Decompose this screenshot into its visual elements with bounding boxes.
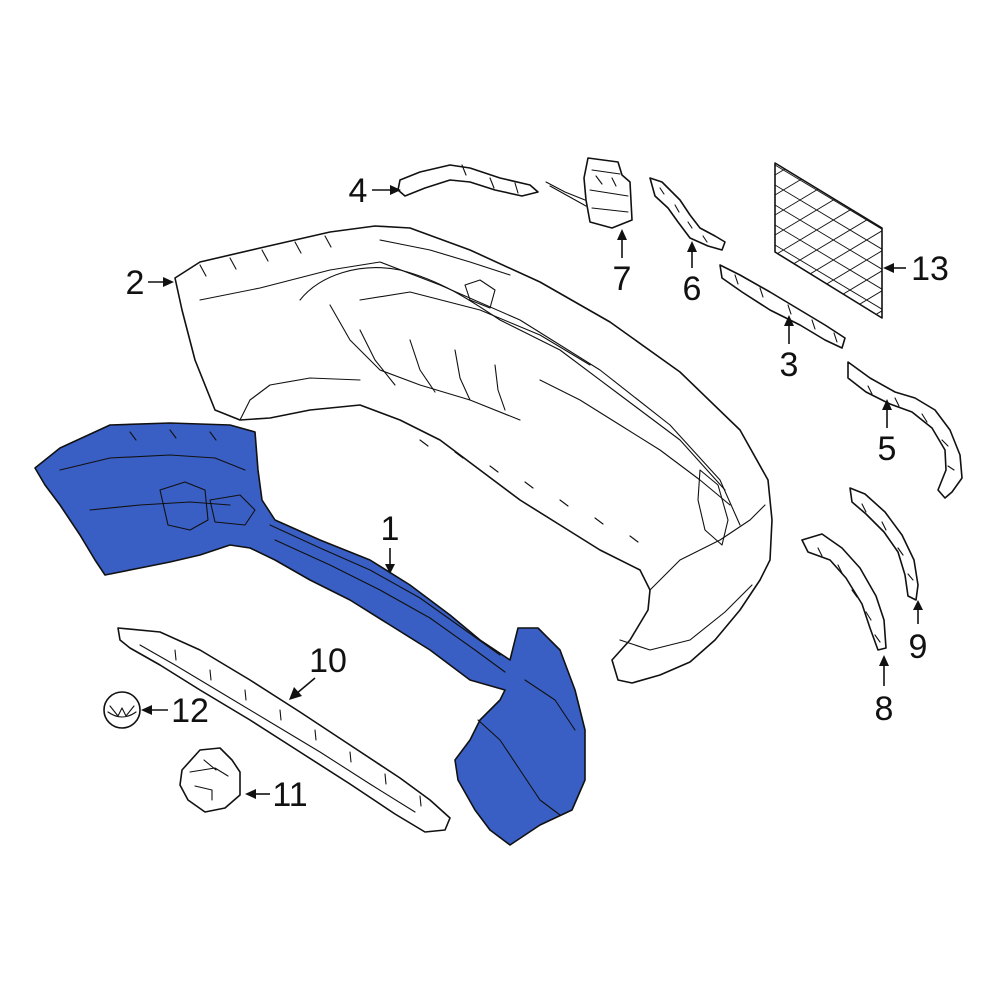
leader-lines <box>141 185 923 799</box>
part-10-trim-strip <box>117 627 451 833</box>
arrow-1 <box>385 564 395 574</box>
part-2-bumper-cover <box>174 225 773 684</box>
part-1-bumper-cover-highlighted <box>34 422 586 846</box>
part-12-clip <box>103 691 141 729</box>
callout-2: 2 <box>126 264 145 302</box>
callout-3: 3 <box>780 346 799 384</box>
part-8-bracket <box>801 533 887 651</box>
arrow-12 <box>141 705 152 715</box>
arrow-9 <box>913 600 923 610</box>
callout-9: 9 <box>909 628 928 666</box>
arrow-3 <box>784 315 794 326</box>
callout-11: 11 <box>272 776 307 814</box>
arrow-10 <box>289 687 302 700</box>
callout-7: 7 <box>613 260 632 298</box>
arrow-2 <box>163 277 174 287</box>
arrow-11 <box>245 789 256 799</box>
arrow-6 <box>687 241 697 252</box>
callout-labels: 1 2 3 4 5 6 7 8 9 10 11 12 13 <box>126 172 949 814</box>
part-9-bracket <box>849 487 919 601</box>
arrow-8 <box>879 655 889 666</box>
part-4-bracket <box>397 164 539 197</box>
callout-10: 10 <box>309 642 347 680</box>
part-11-bracket <box>179 747 241 813</box>
leader-10 <box>295 677 316 695</box>
part-5-bracket <box>847 361 963 499</box>
callout-4: 4 <box>349 172 368 210</box>
callout-12: 12 <box>171 692 209 730</box>
part-3-bracket <box>719 264 846 349</box>
callout-8: 8 <box>875 690 894 728</box>
highlight-fill-main <box>34 422 586 846</box>
arrow-4 <box>390 185 401 195</box>
callout-13: 13 <box>911 250 949 288</box>
callout-1: 1 <box>381 510 400 548</box>
arrow-13 <box>883 263 894 273</box>
part-7-bracket-assembly <box>545 157 633 229</box>
callout-5: 5 <box>878 430 897 468</box>
arrow-7 <box>617 229 627 240</box>
part-6-bracket <box>649 177 726 251</box>
arrow-5 <box>882 399 892 410</box>
callout-6: 6 <box>683 270 702 308</box>
